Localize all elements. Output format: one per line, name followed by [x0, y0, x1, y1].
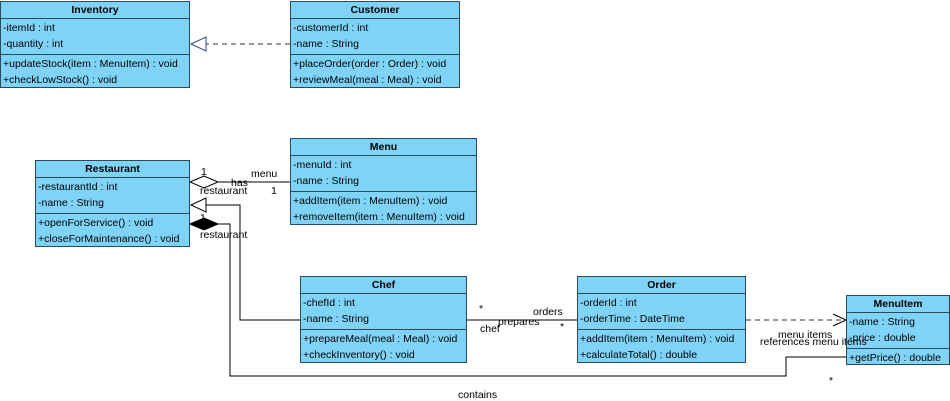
operations-section: +addItem(item : MenuItem) : void +calcul…: [578, 330, 745, 365]
role-label: menu items: [778, 329, 833, 341]
attributes-section: -customerId : int -name : String: [291, 19, 459, 55]
multiplicity-label: 1: [271, 185, 277, 197]
role-label: chef: [480, 323, 500, 335]
attribute: -menuId : int: [293, 159, 352, 171]
operation: +closeForMaintenance() : void: [38, 233, 180, 245]
attribute: -restaurantId : int: [38, 181, 118, 193]
class-name: MenuItem: [847, 296, 949, 313]
operations-section: +openForService() : void +closeForMainte…: [36, 214, 189, 249]
operation: +calculateTotal() : double: [580, 349, 698, 361]
operation: +reviewMeal(meal : Meal) : void: [293, 74, 442, 86]
association-name-label: has: [231, 177, 248, 189]
generalization-arrowhead: [189, 197, 207, 213]
attribute: -quantity : int: [3, 38, 64, 50]
class-inventory[interactable]: Inventory -itemId : int -quantity : int …: [0, 1, 190, 88]
operation: +checkInventory() : void: [303, 349, 415, 361]
attributes-section: -itemId : int -quantity : int: [1, 19, 189, 55]
class-name: Inventory: [1, 2, 189, 19]
attributes-section: -chefId : int -name : String: [301, 294, 466, 330]
class-name: Chef: [301, 277, 466, 294]
class-menu[interactable]: Menu -menuId : int -name : String +addIt…: [290, 138, 477, 225]
operation: +removeItem(item : MenuItem) : void: [293, 211, 465, 223]
role-label: orders: [533, 306, 563, 318]
attribute: -name : String: [849, 316, 915, 328]
operation: +placeOrder(order : Order) : void: [293, 58, 447, 70]
attributes-section: -menuId : int -name : String: [291, 156, 476, 192]
class-customer[interactable]: Customer -customerId : int -name : Strin…: [290, 1, 460, 88]
class-order[interactable]: Order -orderId : int -orderTime : DateTi…: [577, 276, 746, 363]
operations-section: +addItem(item : MenuItem) : void +remove…: [291, 192, 476, 227]
multiplicity-label: *: [829, 375, 834, 387]
attribute: -orderTime : DateTime: [580, 313, 685, 325]
composition-diamond: [188, 217, 220, 231]
class-restaurant[interactable]: Restaurant -restaurantId : int -name : S…: [35, 160, 190, 247]
association-name-label: prepares: [498, 316, 540, 328]
operation: +openForService() : void: [38, 217, 154, 229]
attribute: -itemId : int: [3, 22, 55, 34]
association-name-label: contains: [458, 389, 498, 401]
dependency-name-label: references menu items: [760, 336, 867, 348]
multiplicity-label: 1: [200, 212, 206, 224]
role-label: restaurant: [200, 185, 248, 197]
class-name: Restaurant: [36, 161, 189, 178]
attribute: -name : String: [293, 175, 359, 187]
class-name: Order: [578, 277, 745, 294]
multiplicity-label: 1: [201, 166, 207, 178]
operation: +addItem(item : MenuItem) : void: [293, 195, 448, 207]
chef-restaurant-generalization: [206, 204, 300, 321]
attributes-section: -restaurantId : int -name : String: [36, 178, 189, 214]
class-name: Menu: [291, 139, 476, 156]
operation: +prepareMeal(meal : Meal) : void: [303, 333, 458, 345]
class-chef[interactable]: Chef -chefId : int -name : String +prepa…: [300, 276, 467, 363]
attributes-section: -orderId : int -orderTime : DateTime: [578, 294, 745, 330]
operations-section: +prepareMeal(meal : Meal) : void +checkI…: [301, 330, 466, 365]
dependency-arrowhead: [189, 36, 207, 52]
operations-section: +placeOrder(order : Order) : void +revie…: [291, 55, 459, 90]
attribute: -chefId : int: [303, 297, 355, 309]
operation: +getPrice() : double: [849, 352, 941, 364]
attribute: -price : double: [849, 332, 916, 344]
operation: +addItem(item : MenuItem) : void: [580, 333, 735, 345]
aggregation-diamond: [188, 175, 220, 189]
class-menuitem[interactable]: MenuItem -name : String -price : double …: [846, 295, 950, 365]
class-name: Customer: [291, 2, 459, 19]
attribute: -name : String: [293, 38, 359, 50]
operations-section: +updateStock(item : MenuItem) : void +ch…: [1, 55, 189, 90]
attribute: -name : String: [303, 313, 369, 325]
role-label: menu: [251, 168, 278, 180]
role-label: restaurant: [200, 229, 248, 241]
multiplicity-label: *: [479, 303, 484, 315]
attributes-section: -name : String -price : double: [847, 313, 949, 349]
operation: +updateStock(item : MenuItem) : void: [3, 58, 178, 70]
operation: +checkLowStock() : void: [3, 74, 118, 86]
attribute: -orderId : int: [580, 297, 637, 309]
multiplicity-label: *: [560, 321, 565, 333]
operations-section: +getPrice() : double: [847, 349, 949, 368]
attribute: -customerId : int: [293, 22, 369, 34]
restaurant-menuitem-composition: [218, 223, 846, 377]
attribute: -name : String: [38, 197, 104, 209]
